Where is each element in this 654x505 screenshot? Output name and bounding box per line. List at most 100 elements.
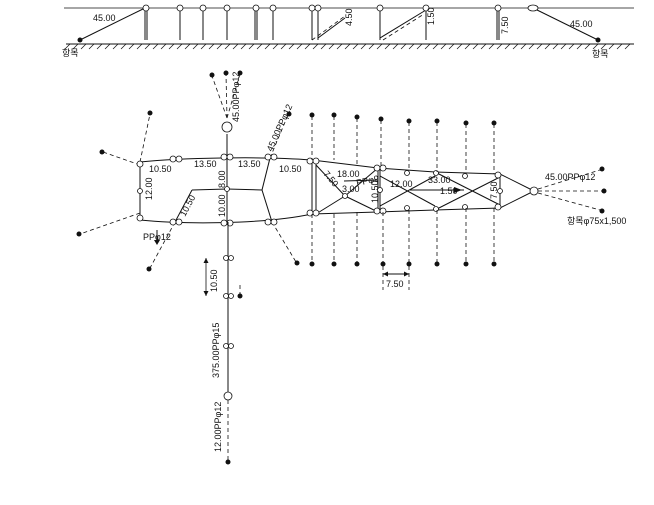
segment-labels: 10.50 13.50 13.50 10.50 12.00 10.50 8.00… [144,159,499,218]
side-floats [142,4,539,12]
seg-10-00: 10.00 [217,194,227,217]
seabed-hatch-mark [536,43,543,50]
vertical-10-50-label: 10.50 [209,269,219,292]
seabed-hatch-mark [512,43,519,50]
plan-view: 45.00PPφ12 PPφ12 45.00PPφ12 [76,70,626,465]
side-end-buoy-icon [527,4,539,12]
right-anchor-label: 항목φ75x1,500 [567,216,626,226]
upper-diag-label: 45.00PPφ12 [265,103,295,153]
pp9-label: PPφ9 [355,173,379,188]
seabed-hatch-mark [136,43,143,50]
seabed-hatch-mark [528,43,535,50]
seabed-hatch-mark [176,43,183,50]
seabed-hatch-mark [592,43,599,50]
seabed-hatch-mark [112,43,119,50]
seg-12-00-left: 12.00 [144,177,154,200]
leader-end-buoy-icon [223,391,233,401]
net-floats [136,153,503,227]
seabed-hatch-mark [376,43,383,50]
side-dim-1-50: 1.50 [426,7,436,25]
right-anchor-icon [595,37,601,43]
seabed-hatch-mark [296,43,303,50]
left-mooring-lines: PPφ12 [76,110,176,272]
seg-8-00: 8.00 [217,170,227,188]
left-anchor-line [79,7,146,41]
side-net-walls [144,8,500,41]
side-dim-7-50: 7.50 [500,16,510,34]
seabed-hatch-mark [72,43,79,50]
top-buoy-icon [221,121,233,133]
seabed-hatch-mark [200,43,207,50]
seabed-hatch-mark [616,43,623,50]
bottom-spacing-label: 7.50 [386,279,404,289]
seabed-hatch-mark [192,43,199,50]
seabed-hatch-mark [584,43,591,50]
seabed-hatch-mark [392,43,399,50]
seg-33-00: 33.00 [428,175,451,185]
bottom-spacing-dimension: 7.50 [382,266,410,290]
seabed-hatch-mark [224,43,231,50]
seabed-hatch-mark [256,43,263,50]
right-rope-dimension: 45.00 [570,19,593,29]
seabed-hatch-mark [448,43,455,50]
leader-line: 10.50 375.00PPφ15 12.00PPφ12 [203,222,243,465]
seabed-hatch-mark [424,43,431,50]
left-anchor-icon [77,37,83,43]
right-line-label: 45.00PPφ12 [545,172,595,182]
seabed-hatch-mark [128,43,135,50]
seabed-hatch-mark [304,43,311,50]
seabed-hatching [64,43,631,50]
seabed-hatch-mark [240,43,247,50]
seabed-hatch-mark [272,43,279,50]
seabed-hatch-mark [312,43,319,50]
seabed-hatch-mark [144,43,151,50]
seabed-hatch-mark [496,43,503,50]
seabed-hatch-mark [408,43,415,50]
seabed-hatch-mark [464,43,471,50]
seabed-hatch-mark [152,43,159,50]
seabed-hatch-mark [504,43,511,50]
seabed-hatch-mark [400,43,407,50]
seg-7-50-right: 7.50 [489,181,499,199]
seabed-hatch-mark [264,43,271,50]
seabed-hatch-mark [608,43,615,50]
vertical-12-label: 12.00PPφ12 [213,402,223,452]
seabed-hatch-mark [624,43,631,50]
seabed-hatch-mark [360,43,367,50]
seabed-hatch-mark [184,43,191,50]
seabed-hatch-mark [368,43,375,50]
seg-10-50-mid: 10.50 [370,180,380,203]
seg-10-50-b: 10.50 [279,164,302,174]
seabed-hatch-mark [104,43,111,50]
upper-diagonal-line: 45.00PPφ12 [265,103,297,263]
left-rope-dimension: 45.00 [93,13,116,23]
right-anchor-label: 항목 [592,49,609,59]
right-buoy-icon [529,186,539,196]
seabed-hatch-mark [336,43,343,50]
top-mooring-lines: 45.00PPφ12 [209,70,243,160]
seabed-hatch-mark [560,43,567,50]
seg-1-50: 1.50 [440,186,458,196]
seabed-hatch-mark [416,43,423,50]
seabed-hatch-mark [480,43,487,50]
side-dim-4-50: 4.50 [344,8,354,26]
seabed-hatch-mark [248,43,255,50]
seg-10-50-a: 10.50 [149,164,172,174]
seabed-hatch-mark [168,43,175,50]
seabed-hatch-mark [568,43,575,50]
seabed-hatch-mark [432,43,439,50]
seabed-hatch-mark [328,43,335,50]
seabed-hatch-mark [352,43,359,50]
seabed-hatch-mark [488,43,495,50]
seabed-hatch-mark [120,43,127,50]
seabed-hatch-mark [472,43,479,50]
seg-18-00: 18.00 [337,169,360,179]
seabed-hatch-mark [280,43,287,50]
seabed-hatch-mark [320,43,327,50]
right-anchor-line [532,7,599,41]
seabed-hatch-mark [208,43,215,50]
seabed-hatch-mark [552,43,559,50]
seabed-hatch-mark [80,43,87,50]
seabed-hatch-mark [232,43,239,50]
